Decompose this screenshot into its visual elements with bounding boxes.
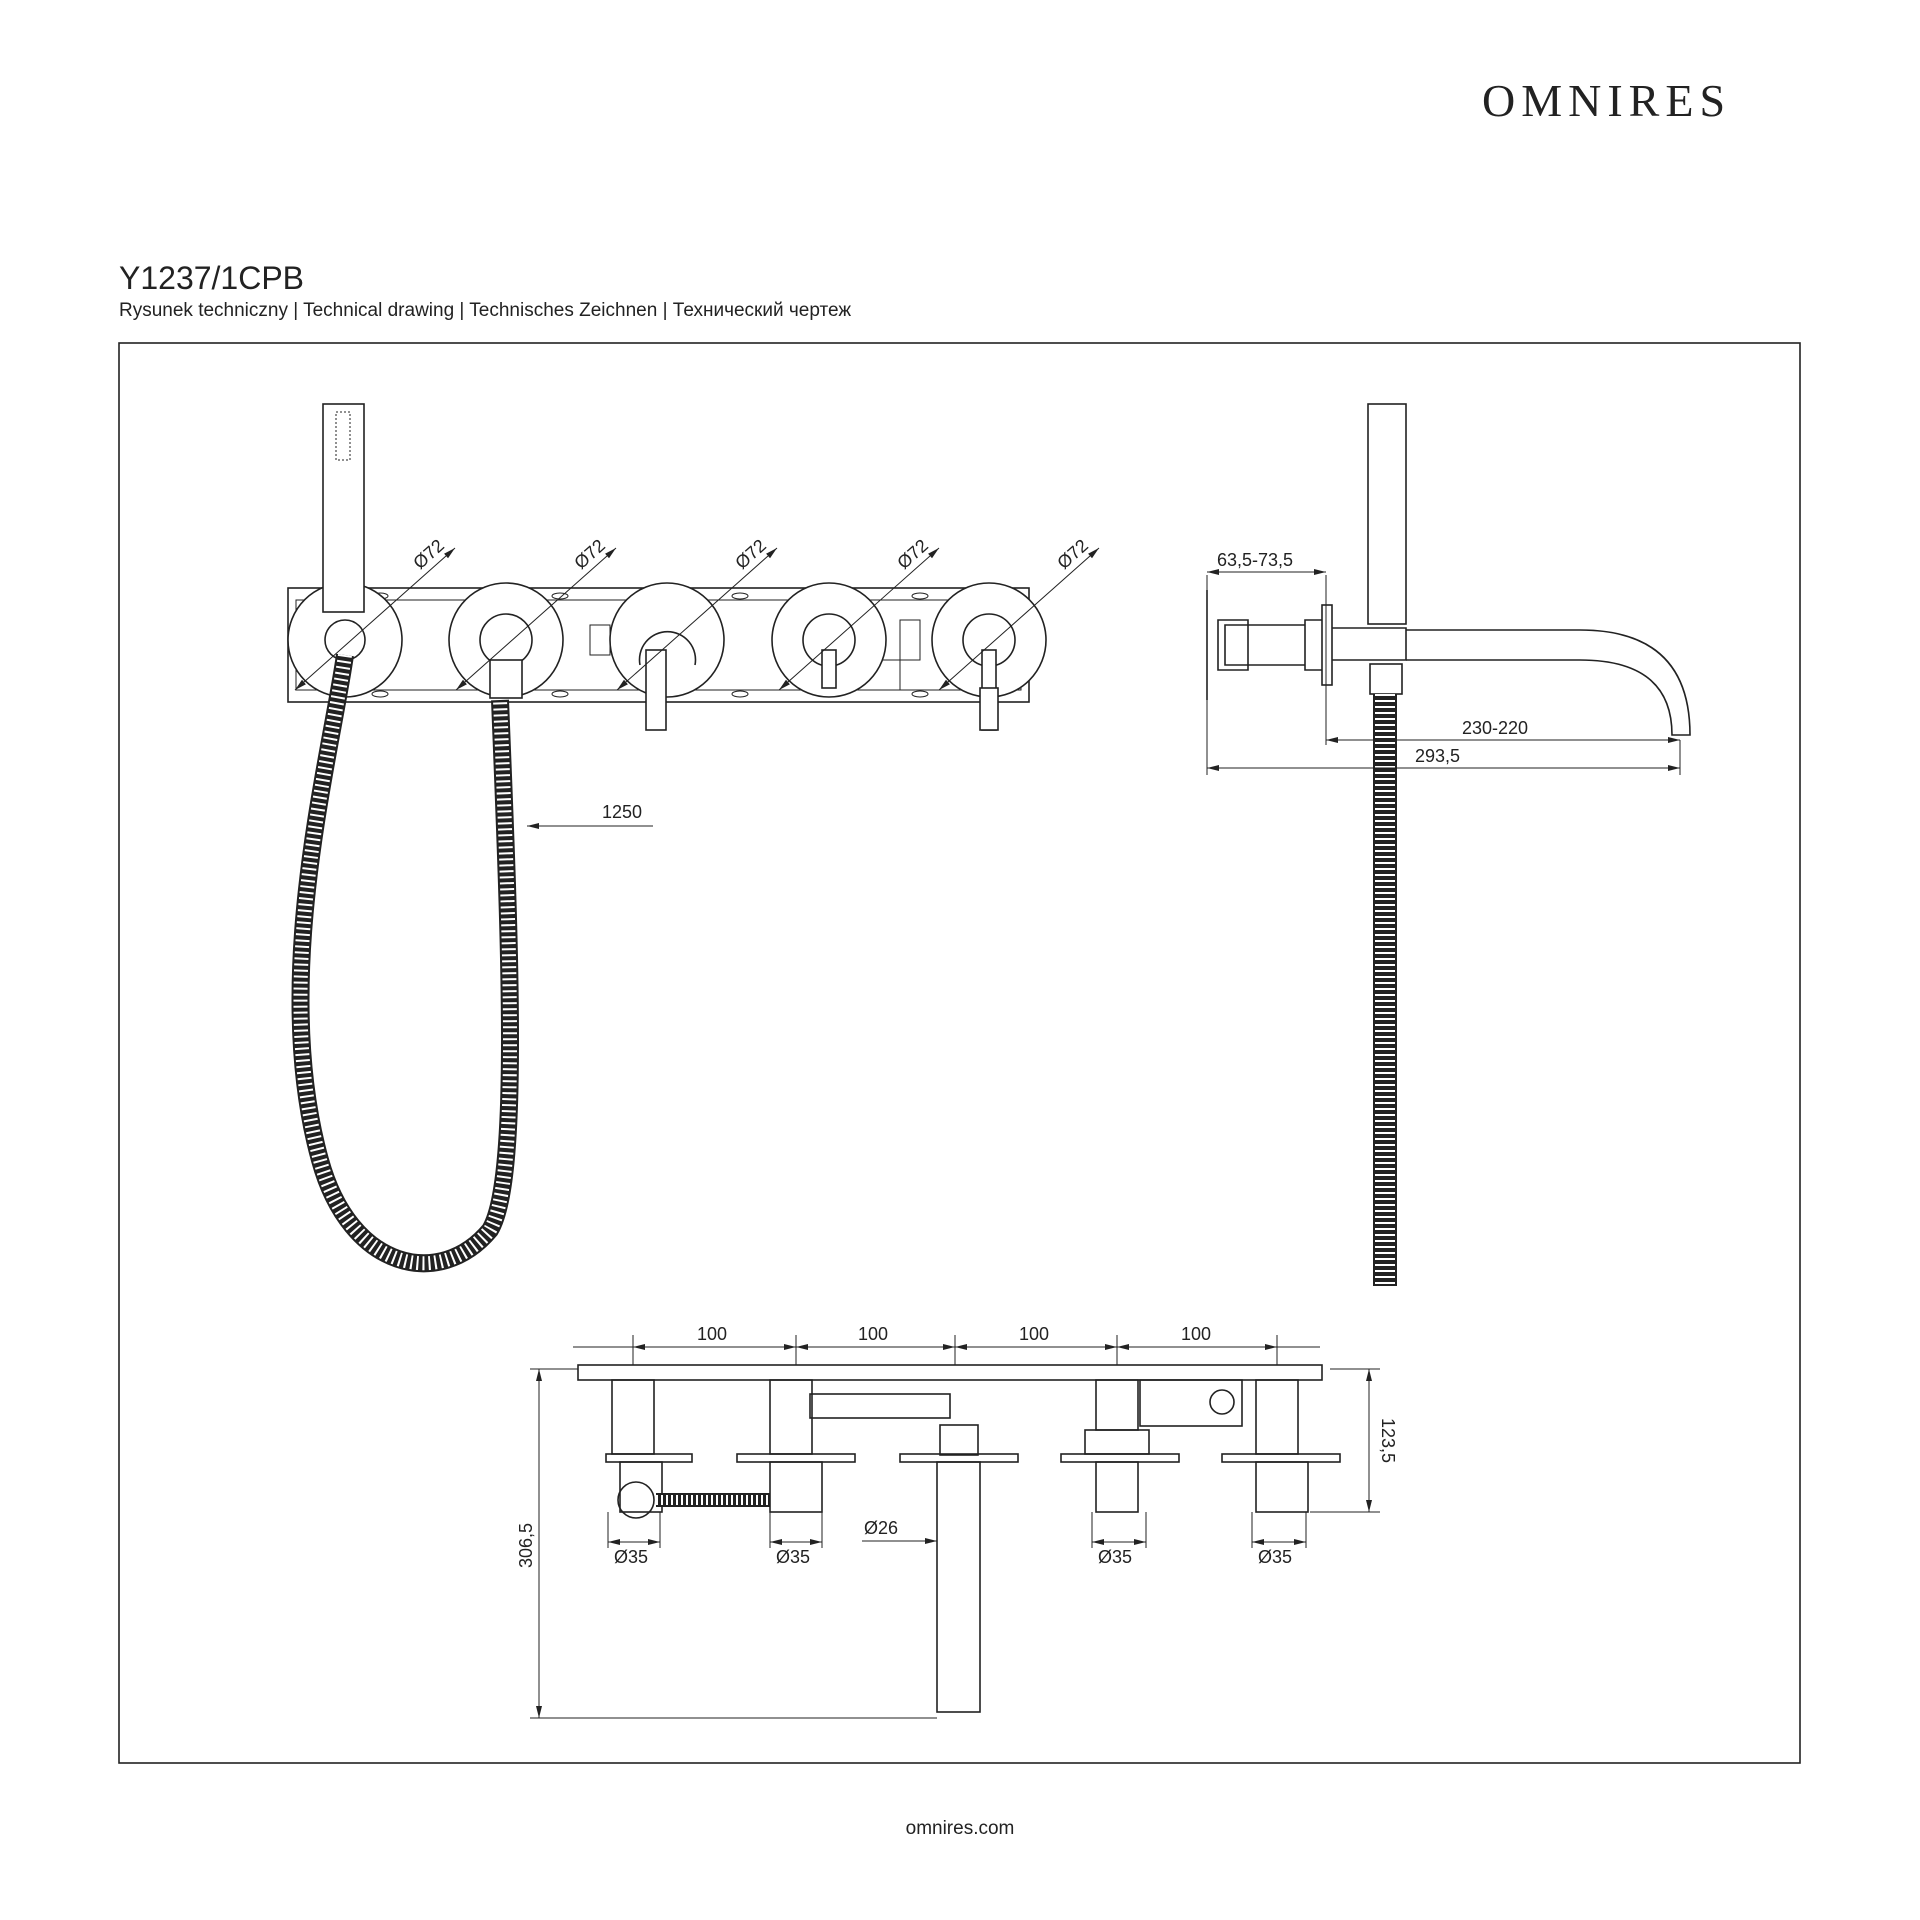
diameter-label: Ø35 <box>1098 1547 1132 1567</box>
diameter-label: Ø72 <box>893 535 932 573</box>
spacing-label: 100 <box>1181 1324 1211 1344</box>
drawing-subtitle: Rysunek techniczny | Technical drawing |… <box>119 300 852 321</box>
rosette-3 <box>609 582 725 731</box>
drawing-frame <box>118 342 1801 1764</box>
rosette-4 <box>771 582 887 698</box>
diameter-label: Ø72 <box>409 535 448 573</box>
spout-diameter-label: Ø26 <box>864 1518 898 1538</box>
spacing-label: 100 <box>858 1324 888 1344</box>
front-view: Ø72 Ø72 Ø72 Ø72 Ø72 1250 <box>287 403 1100 1273</box>
spacing-label: 100 <box>1019 1324 1049 1344</box>
total-height-label: 306,5 <box>516 1523 536 1568</box>
total-reach-label: 293,5 <box>1415 746 1460 766</box>
height-label: 123,5 <box>1378 1418 1398 1463</box>
top-view: 100 100 100 100 123,5 306,5 Ø35 Ø35 Ø35 … <box>516 1324 1398 1719</box>
diameter-label: Ø72 <box>570 535 609 573</box>
diameter-label: Ø72 <box>1053 535 1092 573</box>
diameter-label: Ø35 <box>1258 1547 1292 1567</box>
side-hand-shower <box>1367 403 1407 625</box>
top-plate <box>577 1364 1323 1381</box>
hose-length-label: 1250 <box>602 802 642 822</box>
shower-hose <box>291 653 519 1273</box>
brand-logo: OMNIRES <box>1482 75 1732 126</box>
diameter-label: Ø72 <box>731 535 770 573</box>
rosette-5 <box>931 582 1047 731</box>
spacing-label: 100 <box>697 1324 727 1344</box>
product-code: Y1237/1CPB <box>119 260 305 296</box>
spout-reach-label: 230-220 <box>1462 718 1528 738</box>
depth-label: 63,5-73,5 <box>1217 550 1293 570</box>
side-view: 63,5-73,5 230-220 293,5 <box>1206 403 1691 1286</box>
diameter-label: Ø35 <box>776 1547 810 1567</box>
footer-url[interactable]: omnires.com <box>905 1818 1015 1839</box>
hand-shower <box>322 403 365 613</box>
diameter-label: Ø35 <box>614 1547 648 1567</box>
spout <box>1406 629 1691 736</box>
